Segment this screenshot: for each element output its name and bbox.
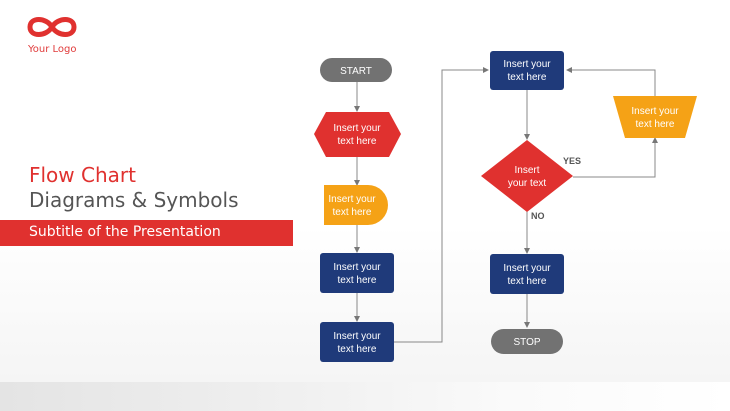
page-title: Flow Chart: [29, 163, 136, 187]
process-right-bottom-line2: text here: [508, 276, 547, 287]
start-node: START: [320, 58, 392, 82]
process-node-right-bottom: Insert your text here: [490, 254, 564, 294]
hexagon-node: Insert your text here: [314, 112, 401, 157]
infinity-logo-icon: [27, 17, 77, 37]
decision-node: Insert your text: [481, 140, 573, 212]
process-left-2-line2: text here: [338, 344, 377, 355]
bottom-band: [0, 382, 730, 411]
process-right-top-line2: text here: [508, 72, 547, 83]
delay-node: Insert your text here: [324, 185, 388, 225]
decision-label-line1: Insert: [514, 165, 539, 176]
stop-label: STOP: [513, 337, 540, 348]
process-right-bottom-line1: Insert your: [503, 263, 551, 274]
presentation-subtitle: Subtitle of the Presentation: [29, 224, 221, 240]
delay-label-line2: text here: [333, 207, 372, 218]
process-left-1-line1: Insert your: [333, 262, 381, 273]
connector: [566, 67, 656, 96]
delay-label-line1: Insert your: [328, 194, 376, 205]
connectors: [354, 67, 658, 343]
process-right-top-line1: Insert your: [503, 59, 551, 70]
process-left-1-line2: text here: [338, 275, 377, 286]
page-subtitle: Diagrams & Symbols: [29, 188, 239, 212]
no-label: NO: [531, 211, 545, 221]
connector: [573, 137, 658, 178]
hexagon-label-line1: Insert your: [333, 123, 381, 134]
hexagon-label-line2: text here: [338, 136, 377, 147]
decision-label-line2: your text: [508, 178, 547, 189]
process-node-right-top: Insert your text here: [490, 51, 564, 90]
stop-node: STOP: [491, 329, 563, 354]
logo-text: Your Logo: [28, 44, 77, 55]
process-left-2-line1: Insert your: [333, 331, 381, 342]
process-node-left-2: Insert your text here: [320, 322, 394, 362]
manual-operation-node: Insert your text here: [613, 96, 697, 138]
trapezoid-label-line2: text here: [636, 119, 675, 130]
yes-label: YES: [563, 156, 581, 166]
connector: [394, 67, 489, 343]
trapezoid-label-line1: Insert your: [631, 106, 679, 117]
process-node-left-1: Insert your text here: [320, 253, 394, 293]
subtitle-bar: [0, 220, 293, 246]
start-label: START: [340, 66, 372, 77]
